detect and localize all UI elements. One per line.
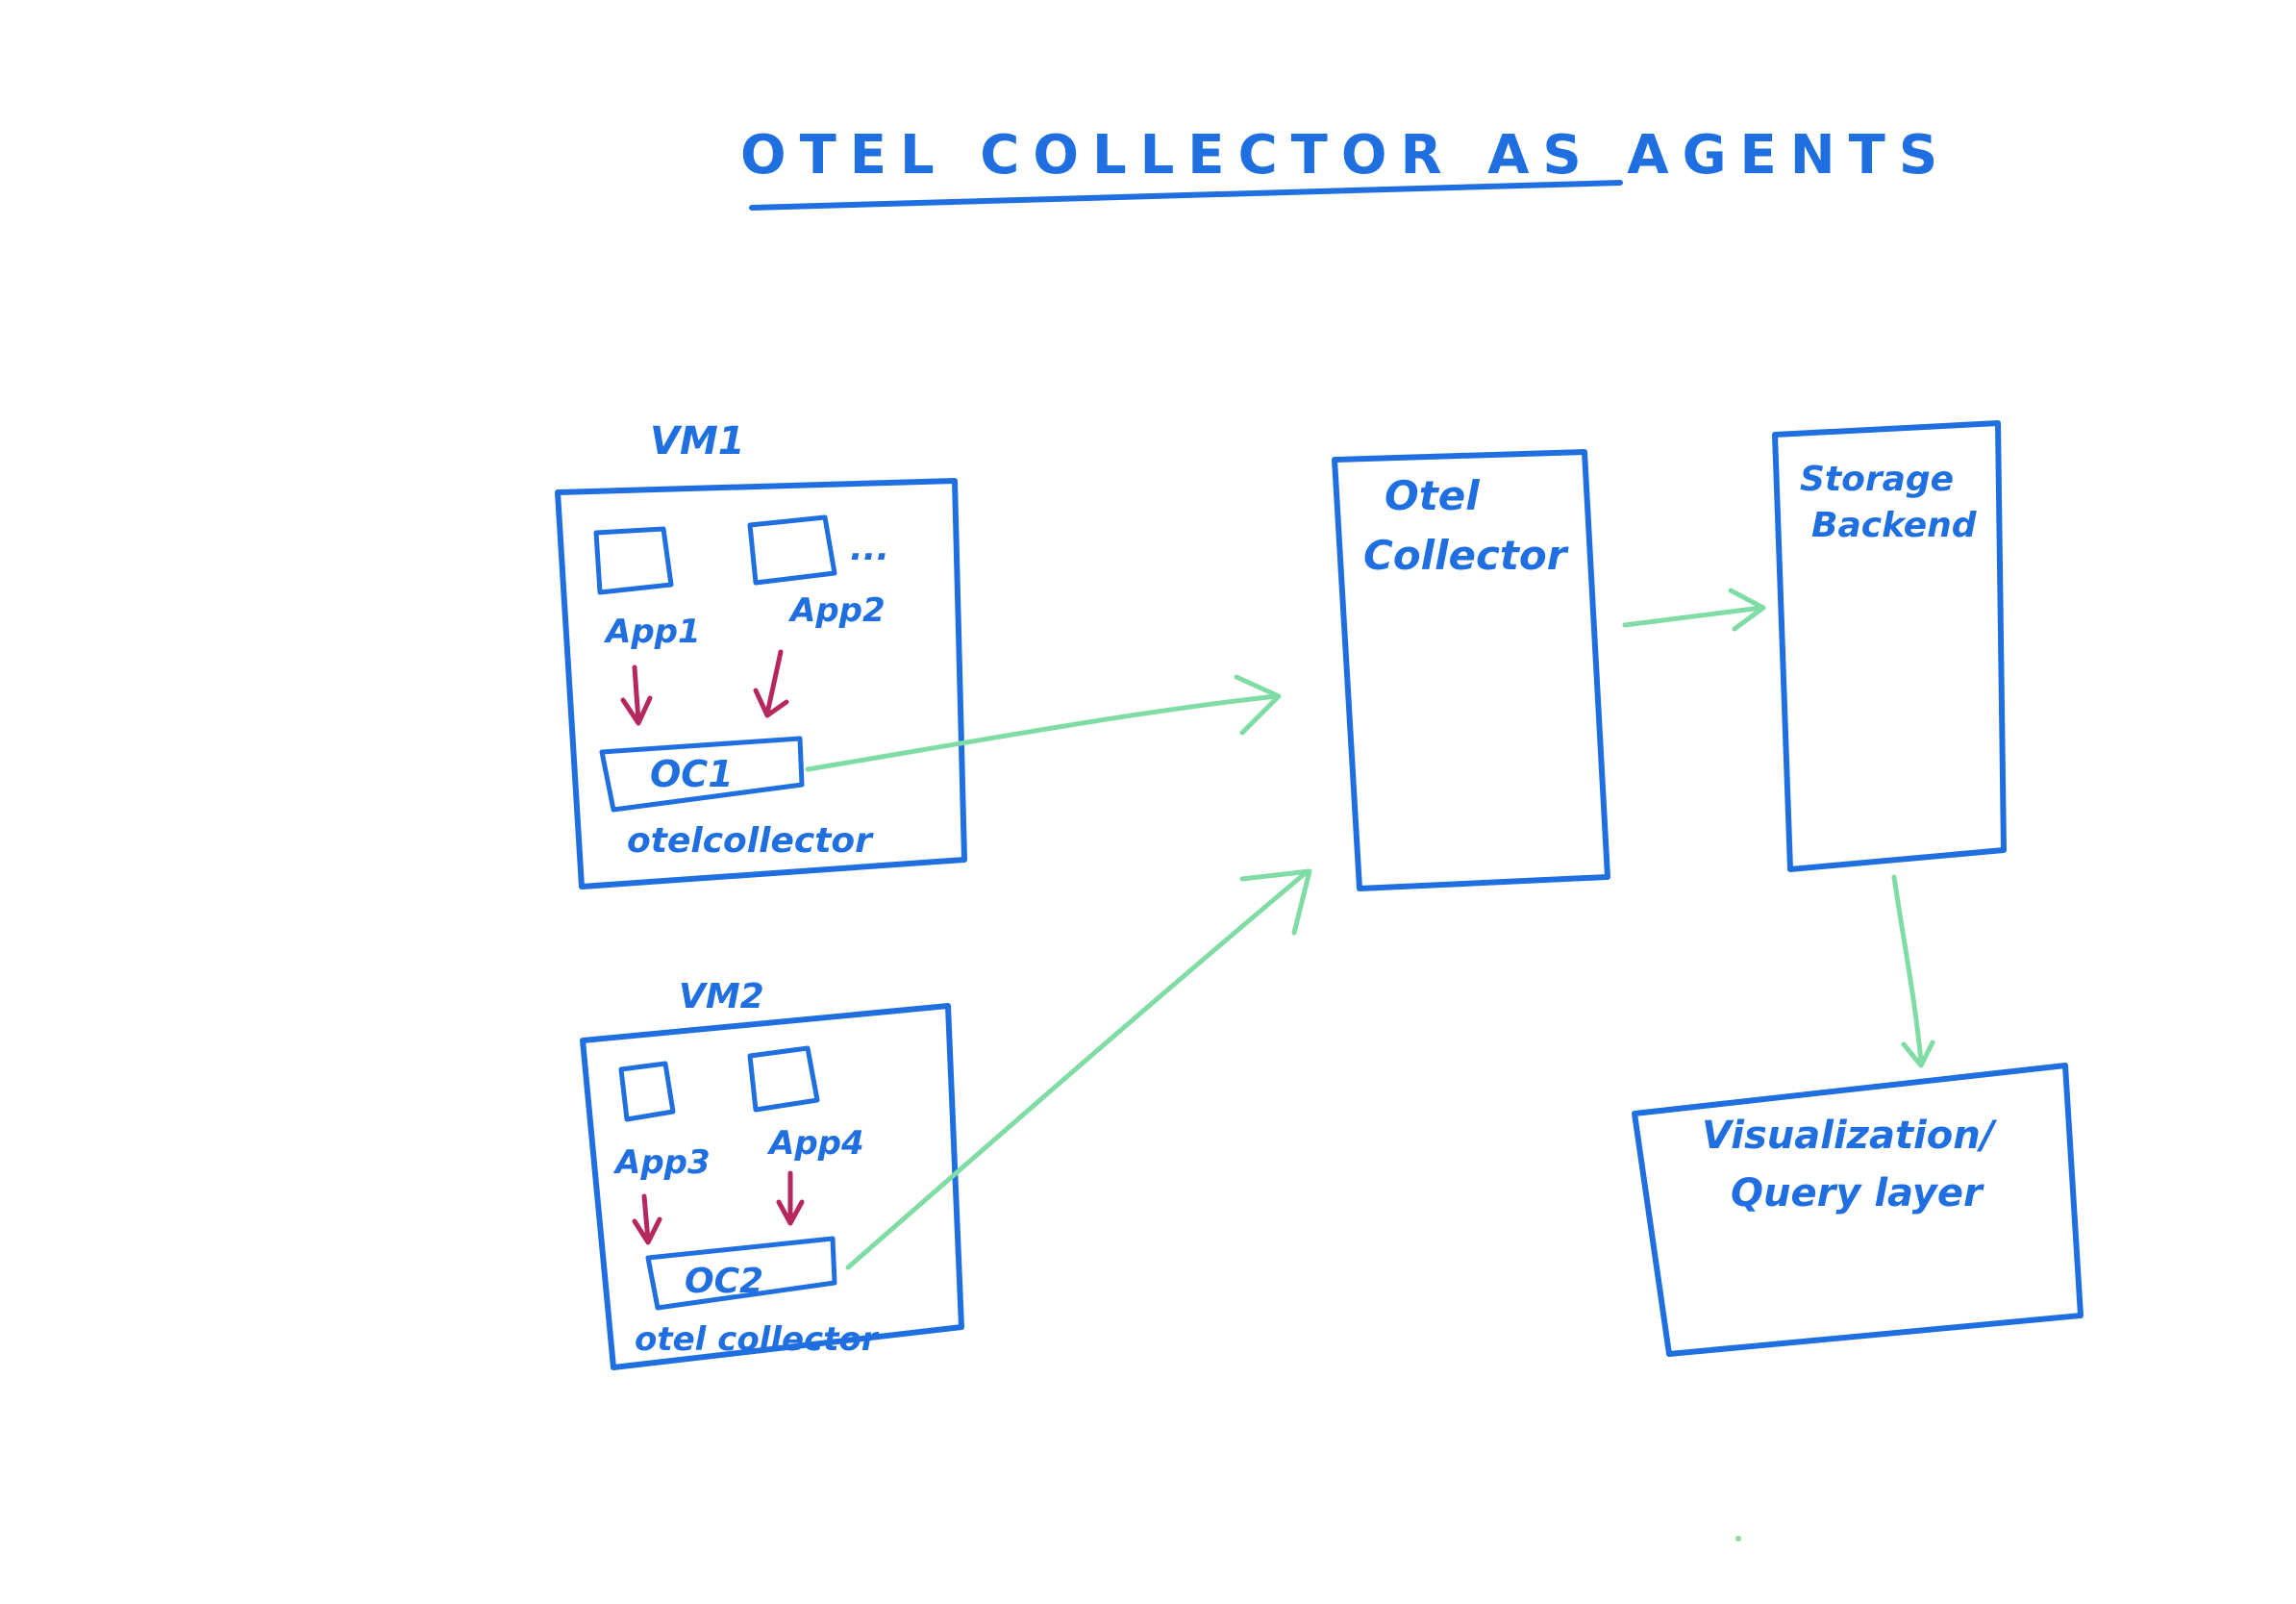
storage-line2: Backend: [1811, 506, 1978, 545]
central-collector-box: [1332, 449, 1610, 891]
visualization-line1: Visualization/: [1702, 1114, 1998, 1158]
app3-icon: [618, 1061, 676, 1122]
central-collector-line1: Otel: [1385, 472, 1480, 519]
storage-to-visualization-arrow: [1891, 874, 1935, 1068]
vm2-label: VM2: [679, 977, 764, 1016]
visualization-box: [1632, 1063, 2084, 1357]
oc1-box: [599, 736, 805, 813]
diagram-title: OTEL COLLECTOR AS AGENTS: [740, 124, 1951, 187]
app1-to-oc1-arrow: [620, 664, 653, 726]
app2-to-oc1-arrow: [753, 649, 789, 718]
visualization-line2: Query layer: [1731, 1171, 1984, 1216]
speck: [1735, 1536, 1741, 1541]
title-underline: [749, 180, 1623, 211]
app3-to-oc2-arrow: [632, 1193, 662, 1245]
app4-to-oc2-arrow: [776, 1170, 805, 1226]
app1-icon: [593, 526, 674, 595]
vm1-collector-caption: otelcollector: [627, 821, 874, 861]
app4-icon: [747, 1045, 820, 1113]
oc2-box: [645, 1236, 837, 1311]
storage-box: [1772, 420, 2007, 872]
oc2-label: OC2: [685, 1262, 763, 1301]
oc1-to-collector-arrow: [805, 674, 1282, 772]
collector-to-storage-arrow: [1622, 588, 1766, 632]
vm1-label: VM1: [650, 419, 745, 464]
app2-label: App2: [787, 591, 886, 630]
app4-label: App4: [766, 1124, 864, 1163]
app2-icon: [747, 514, 837, 586]
vm2-collector-caption: otel collector: [635, 1320, 880, 1359]
storage-line1: Storage: [1800, 460, 1954, 499]
oc1-label: OC1: [650, 753, 734, 795]
oc2-to-collector-arrow: [845, 868, 1312, 1270]
central-collector-line2: Collector: [1363, 532, 1569, 579]
vm1-box: [555, 478, 967, 890]
vm2-box: [580, 1003, 964, 1370]
app3-label: App3: [612, 1143, 711, 1182]
app1-label: App1: [603, 613, 701, 651]
vm1-ellipsis: ...: [850, 529, 889, 568]
